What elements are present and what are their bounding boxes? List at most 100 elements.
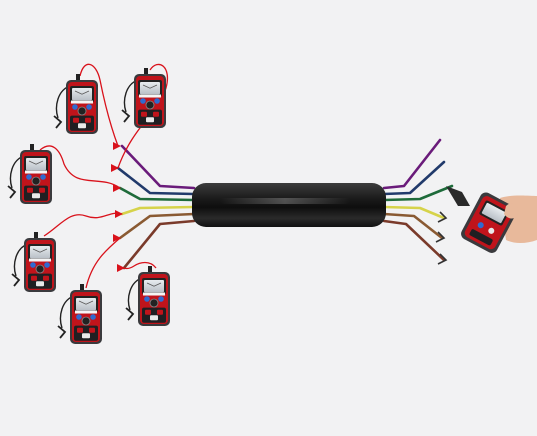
meter-screen-graphic (142, 84, 158, 89)
red-test-lead (43, 212, 123, 237)
meter-key (141, 111, 147, 117)
meter-connector (80, 284, 84, 291)
meter-key (32, 193, 40, 199)
meter-label (25, 170, 47, 174)
left-wire-brown (118, 212, 196, 240)
red-clip (115, 210, 123, 218)
receiver-button (477, 222, 484, 229)
alligator-clip (57, 325, 67, 339)
meter-key (85, 117, 91, 123)
left-wire-navy (116, 166, 196, 196)
meter-screen-graphic (74, 90, 90, 95)
right-clip (435, 231, 446, 243)
main-cable (192, 183, 386, 227)
meter-button (44, 262, 50, 268)
meter-connector (34, 232, 38, 239)
red-test-lead (39, 145, 121, 189)
red-clip (117, 264, 125, 272)
meter-connector (76, 74, 80, 81)
meter-label (29, 258, 51, 262)
receiver-tip (446, 186, 470, 206)
transmitter-6 (125, 266, 170, 326)
meter-connector (30, 144, 34, 151)
meter-label (143, 292, 165, 296)
meter-button (76, 314, 82, 320)
transmitter-1 (53, 74, 98, 134)
receiver-body (461, 192, 517, 253)
left-wire-yellow (120, 205, 196, 216)
test-leads (39, 63, 169, 289)
right-wire-rust (382, 219, 446, 262)
meter-key (39, 187, 45, 193)
meter-dial (149, 298, 159, 308)
receiver-lower-panel (469, 229, 493, 246)
meter-button (144, 296, 150, 302)
meter-label (71, 100, 93, 104)
meter-key (31, 275, 37, 281)
red-clip (113, 184, 121, 192)
receiver-probe (446, 186, 537, 253)
meter-connector (144, 68, 148, 75)
meter-screen-graphic (78, 300, 94, 305)
meter-label (139, 94, 161, 98)
meter-key (145, 309, 151, 315)
meter-screen-graphic (146, 282, 162, 287)
meter-key (78, 123, 86, 129)
meter-key (82, 333, 90, 339)
transmitter-5 (57, 284, 102, 344)
alligator-clip (53, 115, 63, 129)
alligator-clip (121, 109, 131, 123)
meter-button (86, 104, 92, 110)
thumb (504, 203, 519, 219)
left-wire-bundle (116, 144, 196, 270)
red-clip (113, 234, 121, 242)
red-clip (113, 142, 121, 150)
meter-connector (148, 266, 152, 273)
meter-key (157, 309, 163, 315)
meter-screen-graphic (32, 248, 48, 253)
meter-label (75, 310, 97, 314)
meter-key (153, 111, 159, 117)
left-wire-purple (120, 144, 196, 190)
meter-button (30, 262, 36, 268)
meter-key (150, 315, 158, 321)
alligator-clip (7, 185, 17, 199)
meter-key (73, 117, 79, 123)
meter-button (140, 98, 146, 104)
red-clip (111, 164, 119, 172)
alligator-clip (125, 307, 135, 321)
meter-key (27, 187, 33, 193)
left-wire-green (118, 186, 196, 202)
receiver-screen (481, 202, 507, 224)
alligator-clip (11, 273, 21, 287)
transmitter-group (7, 68, 170, 344)
meter-button (154, 98, 160, 104)
meter-key (43, 275, 49, 281)
right-wire-yellow (382, 205, 446, 220)
right-wire-green (382, 184, 454, 202)
right-clip (437, 211, 448, 223)
meter-button (26, 174, 32, 180)
red-test-lead (79, 63, 119, 147)
right-wire-purple (382, 138, 442, 190)
meter-key (77, 327, 83, 333)
right-wire-brown (382, 212, 444, 240)
meter-button (90, 314, 96, 320)
right-wire-bundle (382, 138, 454, 265)
meter-dial (81, 316, 91, 326)
right-wire-navy (382, 160, 446, 196)
red-test-lead (123, 261, 157, 270)
receiver-button (488, 227, 495, 234)
meter-button (158, 296, 164, 302)
red-test-lead (85, 237, 121, 289)
meter-button (72, 104, 78, 110)
meter-dial (35, 264, 45, 274)
left-wire-rust (122, 219, 196, 270)
transmitter-3 (7, 144, 52, 204)
meter-key (89, 327, 95, 333)
meter-dial (145, 100, 155, 110)
meter-button (40, 174, 46, 180)
meter-dial (77, 106, 87, 116)
